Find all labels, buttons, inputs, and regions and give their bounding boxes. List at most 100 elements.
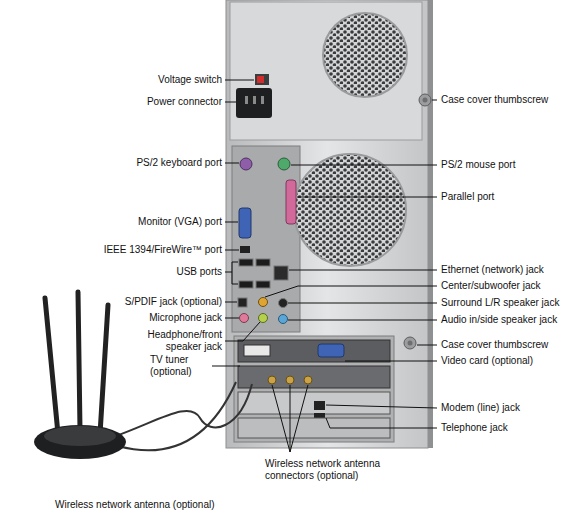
expansion-slots: [314, 401, 325, 410]
usb-port: [256, 259, 270, 266]
leader-lines: [326, 405, 437, 408]
leader-lines: [225, 80, 254, 81]
part-label: Surround L/R speaker jack: [441, 297, 559, 309]
part-label: IEEE 1394/FireWire™ port: [104, 244, 222, 256]
leader-lines: [265, 286, 437, 297]
part-label: Headphone/front speaker jack: [130, 329, 222, 353]
expansion-slots: [234, 336, 394, 442]
keyboard-port: [240, 158, 252, 170]
ethernet-jack: [274, 266, 288, 280]
headphone-jack: [259, 314, 268, 323]
leader-lines: [225, 272, 232, 273]
thumbscrew: [423, 98, 428, 103]
leader-lines: [290, 385, 291, 452]
expansion-slots: [238, 392, 390, 414]
expansion-slots: [244, 345, 270, 356]
microphone-jack: [240, 314, 249, 323]
wireless-antenna: [34, 425, 126, 459]
expansion-slots: [286, 376, 294, 384]
usb-port: [256, 281, 270, 288]
part-label: Ethernet (network) jack: [441, 264, 544, 276]
psu-fan-grille: [323, 13, 407, 97]
firewire-port: [240, 246, 250, 253]
wireless-antenna: [118, 382, 236, 450]
spdif-jack: [238, 298, 247, 307]
part-label: Wireless network antenna connectors (opt…: [265, 458, 405, 482]
leader-lines: [288, 320, 437, 321]
leader-lines: [225, 318, 239, 319]
leader-lines: [288, 303, 437, 304]
leader-lines: [232, 262, 238, 284]
voltage-switch: [255, 74, 269, 85]
case-body: [226, 0, 433, 448]
leader-lines: [212, 80, 437, 452]
thumbscrew: [408, 341, 413, 346]
part-label: Video card (optional): [441, 355, 533, 367]
wireless-antenna: [78, 292, 80, 430]
thumbscrew: [419, 94, 431, 106]
part-label: Case cover thumbscrew: [441, 339, 548, 351]
expansion-slots: [234, 336, 394, 442]
power-connector: [245, 96, 248, 104]
part-label: Case cover thumbscrew: [441, 94, 548, 106]
subwoofer-jack: [259, 298, 268, 307]
surround-jack: [279, 299, 288, 308]
case-body: [230, 2, 422, 140]
leader-lines: [225, 250, 239, 251]
wireless-antenna: [44, 426, 116, 446]
leader-lines: [225, 222, 238, 223]
leader-lines: [225, 322, 260, 341]
case-body: [226, 0, 428, 448]
part-label: Modem (line) jack: [441, 402, 520, 414]
leader-lines: [417, 345, 437, 346]
thumbscrew: [419, 94, 431, 106]
leader-lines: [225, 163, 239, 164]
thumbscrew: [404, 337, 416, 349]
part-label: Power connector: [147, 96, 222, 108]
part-label: USB ports: [176, 266, 222, 278]
voltage-switch: [255, 74, 269, 85]
leader-lines: [297, 197, 437, 198]
case-body: [428, 0, 433, 448]
part-label: Voltage switch: [158, 74, 222, 86]
voltage-switch: [257, 76, 264, 83]
leader-lines: [272, 385, 290, 452]
part-label: PS/2 mouse port: [441, 159, 515, 171]
part-label: S/PDIF jack (optional): [125, 296, 222, 308]
leader-lines: [225, 102, 236, 103]
part-label: PS/2 keyboard port: [136, 157, 222, 169]
part-label: TV tuner (optional): [150, 354, 210, 378]
expansion-slots: [304, 376, 312, 384]
wireless-antenna: [116, 384, 252, 436]
leader-lines: [212, 366, 240, 367]
part-label: Microphone jack: [149, 312, 222, 324]
expansion-slots: [238, 340, 390, 362]
power-connector: [236, 88, 272, 118]
leader-lines: [289, 270, 437, 271]
parallel-port: [286, 180, 296, 224]
part-label: Telephone jack: [441, 422, 508, 434]
usb-port: [239, 281, 253, 288]
wireless-antenna: [45, 298, 58, 434]
part-label: Wireless network antenna (optional): [55, 499, 215, 511]
wireless-antenna: [100, 305, 108, 434]
wireless-antenna: [34, 292, 252, 459]
leader-lines: [291, 165, 437, 166]
thumbscrew: [404, 337, 416, 349]
power-connector: [261, 96, 264, 104]
expansion-slots: [268, 376, 276, 384]
vga-port: [239, 208, 251, 238]
part-label: Audio in/side speaker jack: [441, 314, 557, 326]
audio-in-jack: [279, 315, 288, 324]
expansion-slots: [238, 366, 390, 388]
leader-lines: [326, 418, 437, 428]
leader-lines: [225, 302, 237, 303]
part-label: Monitor (VGA) port: [138, 216, 222, 228]
mouse-port: [278, 158, 290, 170]
leader-lines: [345, 361, 437, 362]
leader-lines: [432, 100, 437, 101]
case-fan-grille: [294, 154, 406, 266]
power-connector: [236, 88, 272, 118]
usb-port: [239, 259, 253, 266]
